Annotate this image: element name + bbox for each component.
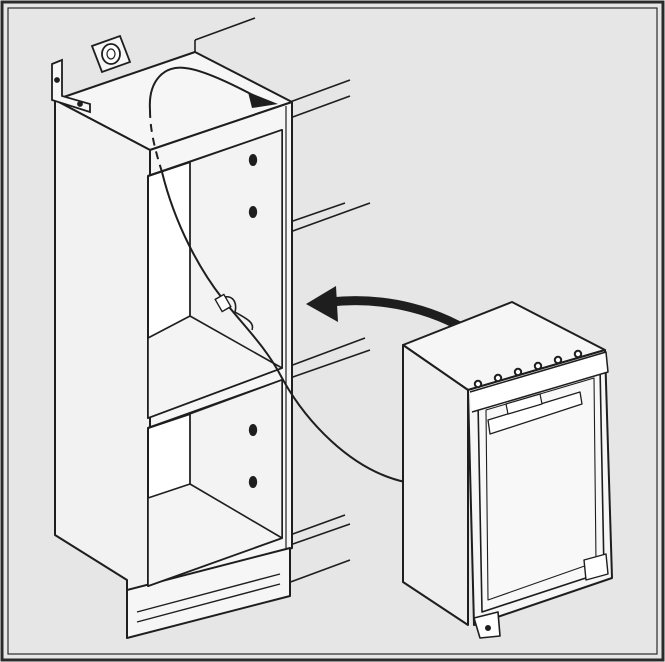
wall-lines <box>194 17 371 598</box>
power-cable-icon <box>148 66 406 483</box>
lower-niche <box>147 379 283 587</box>
fridge-appliance <box>402 301 613 639</box>
mounting-bracket <box>51 58 91 114</box>
power-socket-icon <box>90 34 132 74</box>
upper-niche <box>147 129 283 419</box>
cabinet-left-side <box>54 99 151 601</box>
diagram-frame-inner <box>7 7 658 655</box>
fridge-side <box>402 344 469 626</box>
cable-arrow-head <box>248 92 278 108</box>
